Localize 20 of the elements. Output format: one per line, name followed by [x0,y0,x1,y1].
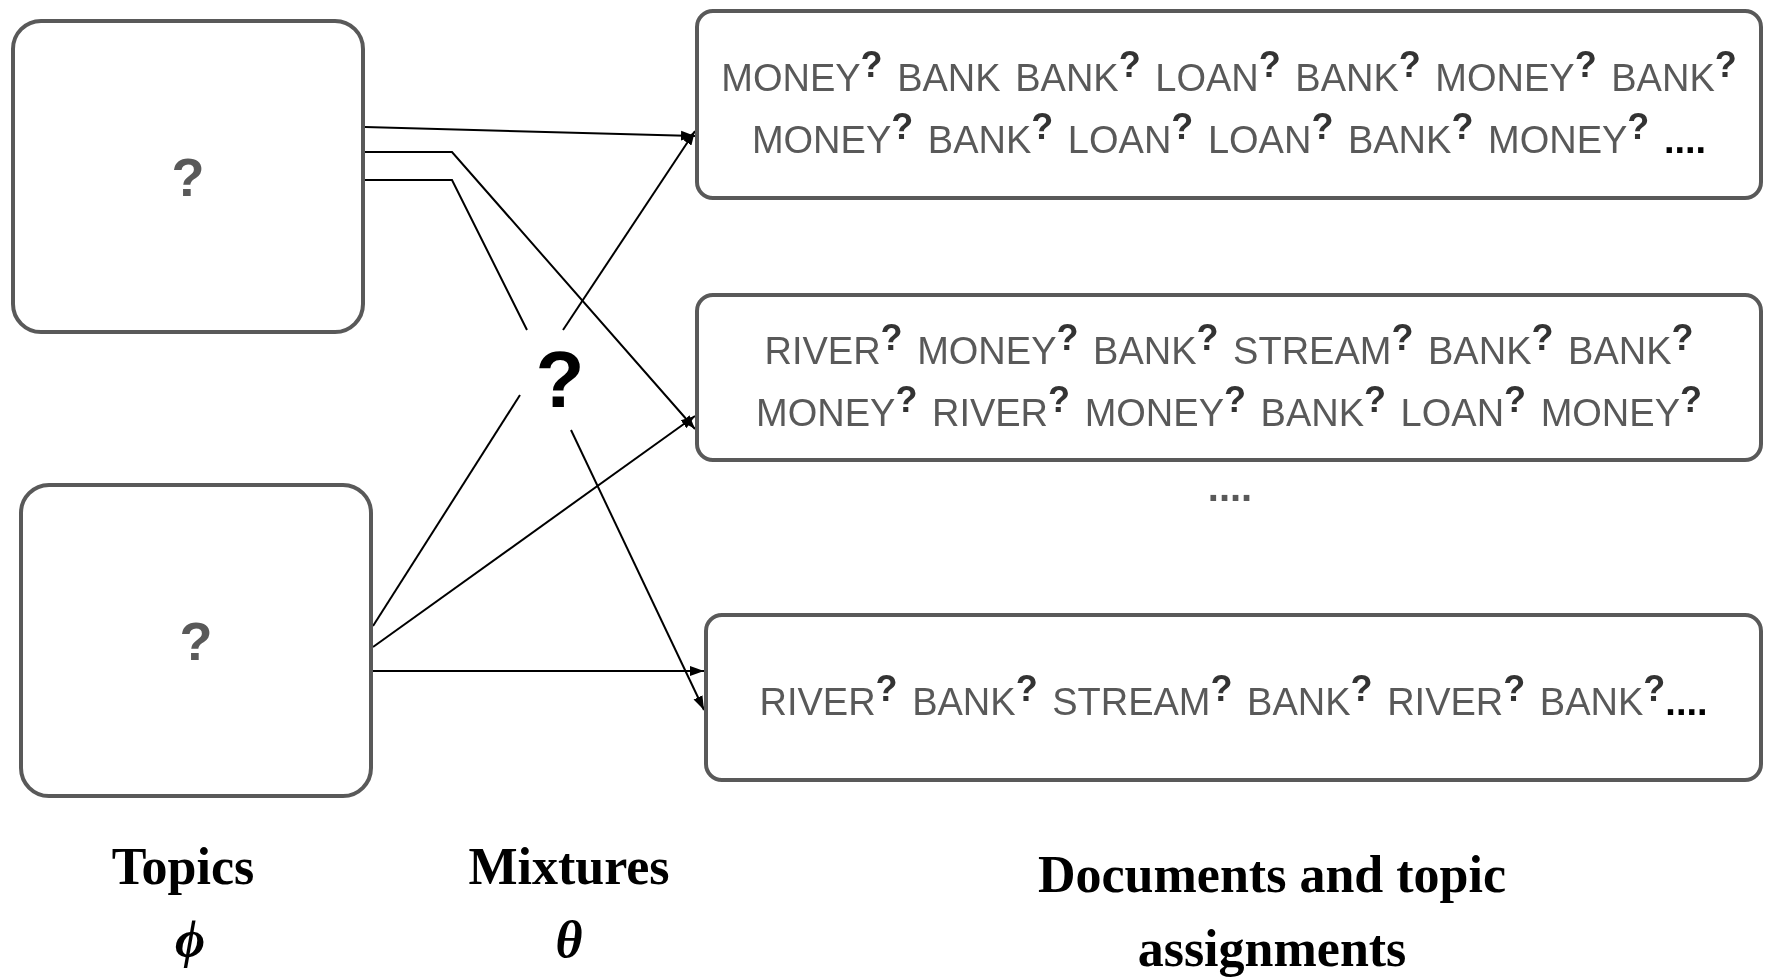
question-mark: ? [535,334,585,426]
document-box [695,293,1763,462]
document-box [695,9,1763,200]
column-heading: Mixtures [467,837,671,897]
column-heading: Documents and topic assignments [1037,845,1507,979]
ellipsis: .... [1206,464,1254,511]
topic-box [19,483,373,798]
question-mark: ? [171,145,205,208]
arrow [364,126,696,141]
arrow [570,429,705,711]
arrow [372,415,696,648]
symbol: ϕ [173,910,207,970]
arrow [364,151,696,430]
column-heading: Topics [110,837,256,897]
arrow [372,666,705,676]
topic-box [11,19,365,334]
arrow [562,130,696,331]
document-box [704,613,1763,782]
symbol: θ [554,910,584,970]
question-mark: ? [179,609,213,672]
